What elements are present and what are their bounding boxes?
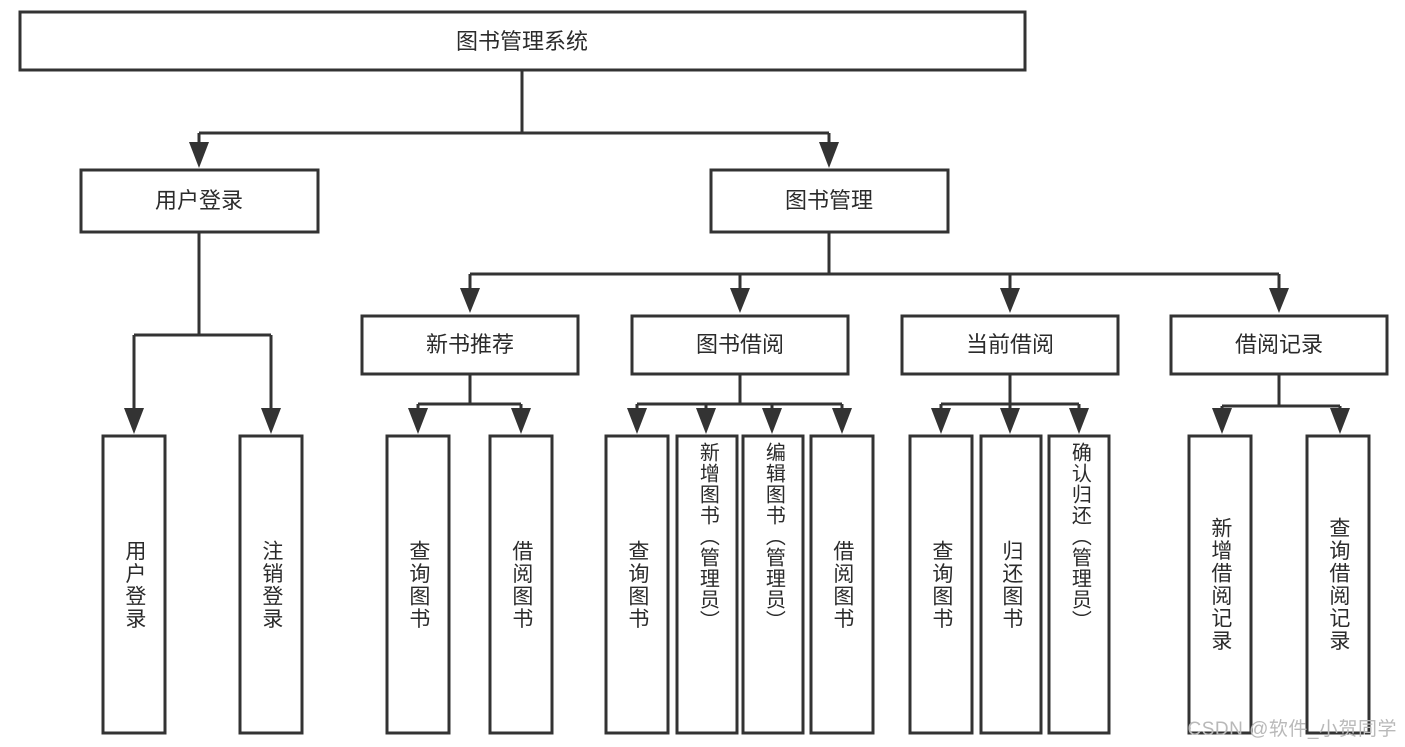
arrow-to-book-manage [819,142,839,168]
csdn-watermark: CSDN @软件_小贺同学 [1187,719,1397,740]
borrow-record-label: 借阅记录 [1235,332,1323,357]
leaf-box-confirm-return[interactable] [1047,434,1111,735]
arrow-to-borrow-record [1269,288,1289,313]
leaf-box-borrow-book-2[interactable] [809,434,875,735]
leaf-box-query-book-3[interactable] [908,434,974,735]
root-box[interactable] [18,10,1027,72]
leaf-box-logout[interactable] [238,434,304,735]
leaf-box-query-record[interactable] [1305,434,1371,735]
arrow-to-leaf-user-login [124,408,144,434]
leaf-box-user-login[interactable] [101,434,167,735]
node-book-borrow[interactable]: 图书借阅 [630,314,850,376]
current-borrow-label: 当前借阅 [966,332,1054,357]
arrow-to-user-login [189,142,209,168]
root-label: 图书管理系统 [456,29,588,54]
leaf-box-add-book[interactable] [675,434,739,735]
new-book-recommend-label: 新书推荐 [426,332,514,357]
leaf-box-edit-book[interactable] [741,434,805,735]
leaf-box-borrow-book-1[interactable] [488,434,554,735]
leaf-box-add-record[interactable] [1187,434,1253,735]
leaf-box-query-book-1[interactable] [385,434,451,735]
leaf-box-query-book-2[interactable] [604,434,670,735]
new-book-recommend-box[interactable] [360,314,580,376]
node-book-manage[interactable]: 图书管理 [709,168,950,234]
connector-book-manage-to-level3 [460,232,1289,313]
node-borrow-record[interactable]: 借阅记录 [1169,314,1389,376]
connector-root-to-level2 [189,70,839,168]
arrow-to-leaf-logout [261,408,281,434]
leaf-box-return-book[interactable] [979,434,1043,735]
current-borrow-box[interactable] [900,314,1120,376]
node-root[interactable]: 图书管理系统 [18,10,1027,72]
arrow-to-current-borrow [1000,288,1020,313]
arrow-to-book-borrow [730,288,750,313]
connector-book-borrow-to-leaves [627,374,852,434]
arrow-to-new-book-recommend [460,288,480,313]
node-current-borrow[interactable]: 当前借阅 [900,314,1120,376]
node-user-login[interactable]: 用户登录 [79,168,320,234]
user-login-label: 用户登录 [155,188,243,213]
node-new-book-recommend[interactable]: 新书推荐 [360,314,580,376]
connector-borrow-record-to-leaves [1212,374,1350,434]
connector-new-book-recommend-to-leaves [408,374,531,434]
book-manage-label: 图书管理 [785,188,873,213]
connector-current-borrow-to-leaves [931,374,1089,434]
book-borrow-label: 图书借阅 [696,332,784,357]
connector-user-login-to-leaves [124,232,281,434]
user-login-box[interactable] [79,168,320,234]
